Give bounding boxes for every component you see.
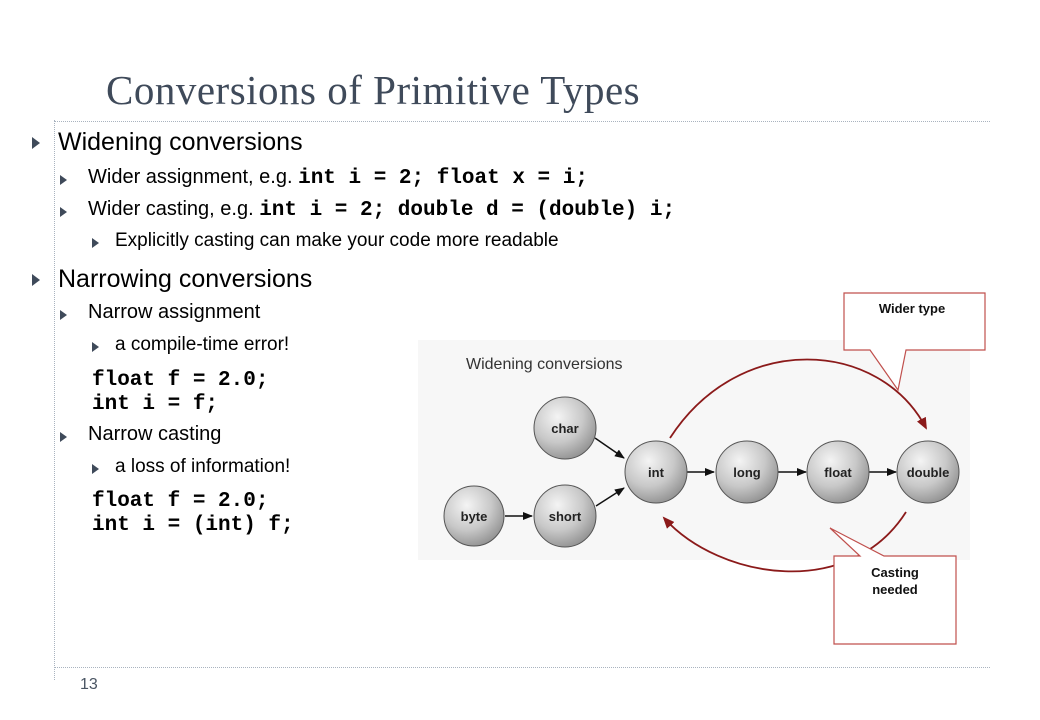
node-int: int bbox=[624, 440, 688, 504]
node-char: char bbox=[533, 396, 597, 460]
callout-wider-type bbox=[843, 292, 986, 392]
top-divider bbox=[54, 121, 990, 122]
bullet-triangle-icon bbox=[92, 342, 99, 352]
node-float: float bbox=[806, 440, 870, 504]
bullet-triangle-icon bbox=[92, 238, 99, 248]
bullet-triangle-icon bbox=[60, 175, 67, 185]
wider-casting-code: int i = 2; double d = (double) i; bbox=[259, 199, 676, 222]
bottom-divider bbox=[54, 667, 990, 668]
narrow-casting-note: a loss of information! bbox=[115, 456, 291, 477]
wider-assignment-code: int i = 2; float x = i; bbox=[298, 167, 588, 190]
narrow-casting-code: float f = 2.0;int i = (int) f; bbox=[92, 490, 294, 538]
node-short-label: short bbox=[549, 509, 582, 524]
narrowing-heading: Narrowing conversions bbox=[58, 265, 313, 293]
code-line: int i = (int) f; bbox=[92, 514, 294, 537]
widening-heading: Widening conversions bbox=[58, 128, 303, 156]
node-float-label: float bbox=[824, 465, 852, 480]
callout-wider-type-text: Wider type bbox=[879, 301, 945, 316]
bullet-triangle-icon bbox=[92, 464, 99, 474]
bullet-triangle-icon bbox=[60, 432, 67, 442]
arrow-short-int bbox=[595, 487, 625, 507]
wider-assignment-item: Wider assignment, e.g. int i = 2; float … bbox=[88, 166, 588, 190]
node-short: short bbox=[533, 484, 597, 548]
diagram-background bbox=[418, 340, 970, 560]
node-double: double bbox=[896, 440, 960, 504]
node-long-label: long bbox=[733, 465, 760, 480]
arrow-char-int bbox=[594, 437, 625, 459]
node-int-label: int bbox=[648, 465, 665, 480]
node-long: long bbox=[715, 440, 779, 504]
wider-casting-label: Wider casting, e.g. bbox=[88, 198, 260, 220]
slide-title: Conversions of Primitive Types bbox=[106, 67, 641, 113]
wider-casting-item: Wider casting, e.g. int i = 2; double d … bbox=[88, 198, 675, 222]
callout-casting-line-2: needed bbox=[872, 582, 918, 597]
wider-casting-note: Explicitly casting can make your code mo… bbox=[115, 230, 559, 251]
left-divider bbox=[54, 120, 55, 680]
narrow-casting-label: Narrow casting bbox=[88, 423, 222, 445]
page-number: 13 bbox=[80, 676, 98, 693]
narrow-assignment-code: float f = 2.0;int i = f; bbox=[92, 369, 268, 417]
narrowing-curve-arrow bbox=[662, 511, 907, 573]
bullet-triangle-icon bbox=[60, 310, 67, 320]
diagram-title: Widening conversions bbox=[466, 356, 623, 373]
bullet-triangle-icon bbox=[32, 274, 40, 286]
bullet-triangle-icon bbox=[32, 137, 40, 149]
callout-casting-needed bbox=[829, 527, 957, 645]
code-line: float f = 2.0; bbox=[92, 369, 269, 392]
widening-curve-arrow bbox=[669, 358, 927, 439]
narrow-assignment-note: a compile-time error! bbox=[115, 334, 290, 355]
callout-casting-line-1: Casting bbox=[871, 565, 919, 580]
node-double-label: double bbox=[907, 465, 950, 480]
node-byte: byte bbox=[443, 485, 505, 547]
wider-assignment-label: Wider assignment, e.g. bbox=[88, 166, 299, 188]
code-line: float f = 2.0; bbox=[92, 490, 269, 513]
node-byte-label: byte bbox=[461, 509, 488, 524]
node-char-label: char bbox=[551, 421, 578, 436]
narrow-assignment-label: Narrow assignment bbox=[88, 301, 261, 323]
bullet-triangle-icon bbox=[60, 207, 67, 217]
code-line: int i = f; bbox=[92, 393, 219, 416]
